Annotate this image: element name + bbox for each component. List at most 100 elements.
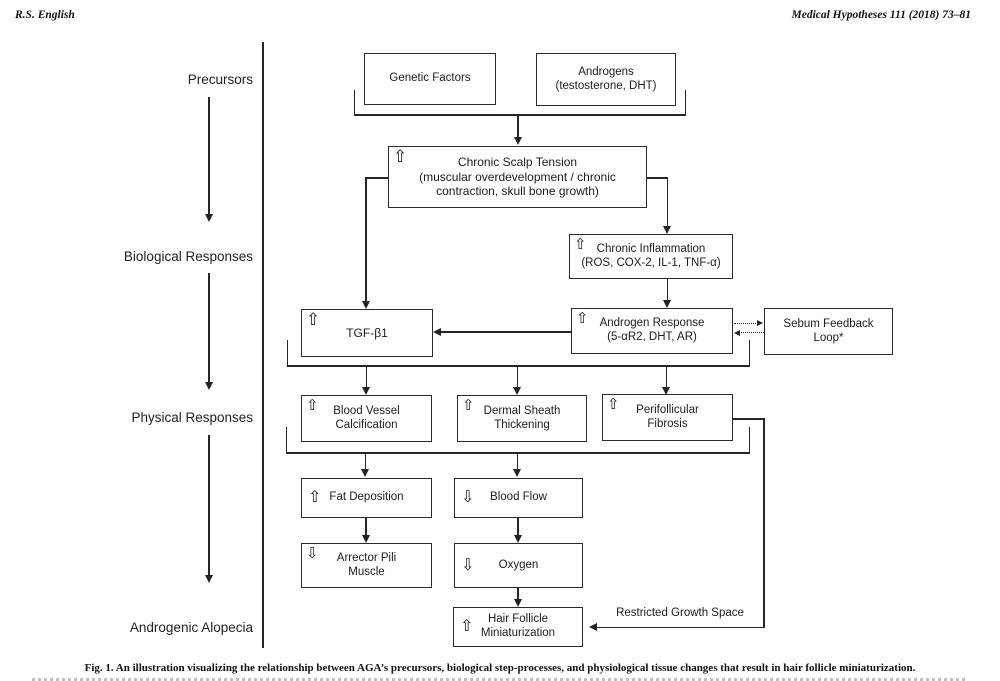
box-sublabel: contraction, skull bone growth) — [436, 184, 599, 199]
increase-arrow-icon: ⇧ — [576, 310, 589, 327]
figure-caption-text: An illustration visualizing the relation… — [115, 662, 916, 674]
box-blood-flow: ⇩ Blood Flow — [454, 478, 583, 518]
increase-arrow-icon: ⇧ — [607, 396, 620, 413]
box-label: Chronic Inflammation — [596, 242, 706, 255]
increase-arrow-icon: ⇧ — [393, 147, 408, 166]
connector-line — [733, 418, 765, 420]
decrease-arrow-icon: ⇩ — [461, 556, 475, 574]
box-label: Androgen Response — [599, 317, 705, 330]
increase-arrow-icon: ⇧ — [306, 310, 321, 329]
box-androgens: Androgens (testosterone, DHT) — [536, 53, 676, 106]
decrease-arrow-icon: ⇩ — [306, 545, 319, 562]
box-genetic-factors: Genetic Factors — [364, 53, 496, 105]
bracket-line — [286, 365, 750, 367]
connector-line — [516, 366, 519, 388]
arrowhead-down — [513, 469, 522, 477]
box-oxygen: ⇩ Oxygen — [454, 543, 583, 588]
bracket-line — [684, 90, 687, 116]
bracket-line — [748, 427, 751, 453]
box-sebum-feedback-loop: Sebum Feedback Loop* — [764, 308, 893, 355]
arrowhead-down — [662, 387, 671, 395]
connector-line — [666, 177, 669, 227]
box-hair-follicle-miniaturization: ⇧ Hair Follicle Miniaturization — [453, 607, 583, 647]
box-sublabel: (muscular overdevelopment / chronic — [419, 169, 616, 184]
arrowhead-down — [663, 300, 672, 308]
box-sublabel: Thickening — [494, 418, 550, 431]
cropped-next-line — [32, 678, 968, 681]
bracket-line — [286, 340, 289, 366]
stage-arrow-line — [208, 97, 210, 215]
connector-line — [647, 177, 668, 179]
divider-line — [262, 42, 264, 648]
box-label: Oxygen — [498, 558, 539, 571]
dotted-feedback-line — [734, 322, 758, 324]
dotted-arrowhead-right — [757, 320, 763, 327]
stage-arrowhead-down — [204, 382, 213, 390]
connector-line — [365, 518, 367, 536]
connector-line — [441, 331, 571, 333]
arrowhead-down — [362, 387, 371, 395]
bracket-line — [285, 452, 750, 454]
restricted-growth-space-label: Restricted Growth Space — [616, 607, 744, 619]
box-fat-deposition: ⇧ Fat Deposition — [301, 478, 432, 518]
box-chronic-scalp-tension: ⇧ Chronic Scalp Tension (muscular overde… — [388, 146, 647, 208]
box-chronic-inflammation: ⇧ Chronic Inflammation (ROS, COX-2, IL-1… — [569, 234, 733, 279]
box-perifollicular-fibrosis: ⇧ Perifollicular Fibrosis — [602, 394, 733, 441]
increase-arrow-icon: ⇧ — [462, 397, 475, 414]
box-sublabel: Muscle — [348, 565, 385, 578]
arrowhead-left — [433, 327, 441, 336]
bracket-line — [285, 427, 288, 453]
box-label: Genetic Factors — [389, 72, 471, 85]
box-sublabel: Fibrosis — [647, 417, 688, 430]
box-label: TGF-β1 — [346, 325, 388, 340]
box-label: Androgens — [578, 65, 634, 78]
box-sublabel: Calcification — [335, 418, 398, 431]
box-label: Chronic Scalp Tension — [457, 155, 578, 170]
connector-line — [665, 366, 668, 388]
arrowhead-down — [361, 301, 370, 309]
box-sublabel: Loop* — [813, 331, 844, 344]
arrowhead-down — [513, 599, 522, 607]
figure-caption: Fig. 1. An illustration visualizing the … — [0, 662, 1000, 674]
box-sublabel: (ROS, COX-2, IL-1, TNF-α) — [581, 256, 721, 269]
arrowhead-down — [513, 137, 522, 145]
increase-arrow-icon: ⇧ — [574, 236, 587, 253]
box-label: Blood Flow — [490, 491, 547, 504]
arrowhead-down — [513, 387, 522, 395]
box-blood-vessel-calcification: ⇧ Blood Vessel Calcification — [301, 395, 432, 442]
box-sublabel: (5-αR2, DHT, AR) — [607, 331, 697, 343]
figure-caption-label: Fig. 1. — [84, 662, 114, 674]
box-label: Blood Vessel — [333, 404, 400, 417]
increase-arrow-icon: ⇧ — [308, 489, 322, 506]
connector-line — [364, 453, 367, 470]
arrowhead-down — [663, 226, 672, 234]
connector-line — [666, 279, 669, 301]
dotted-arrowhead-left — [734, 329, 740, 336]
box-dermal-sheath-thickening: ⇧ Dermal Sheath Thickening — [457, 395, 587, 442]
connector-line — [517, 518, 519, 536]
connector-line — [517, 588, 519, 600]
bracket-line — [353, 90, 356, 116]
box-arrector-pili-muscle: ⇩ Arrector Pili Muscle — [301, 543, 432, 588]
box-label: Perifollicular — [636, 403, 699, 416]
box-sublabel: (testosterone, DHT) — [555, 79, 657, 92]
connector-line — [763, 418, 765, 628]
box-label: Fat Deposition — [329, 491, 404, 504]
arrowhead-down — [513, 535, 522, 543]
running-head-journal: Medical Hypotheses 111 (2018) 73–81 — [791, 9, 971, 21]
stage-label-precursors: Precursors — [187, 72, 253, 87]
stage-arrowhead-down — [204, 214, 213, 222]
increase-arrow-icon: ⇧ — [306, 397, 319, 414]
decrease-arrow-icon: ⇩ — [461, 489, 475, 506]
stage-arrow-line — [208, 435, 210, 576]
connector-line — [365, 177, 367, 301]
stage-label-physical-responses: Physical Responses — [131, 410, 253, 425]
box-sublabel: Miniaturization — [480, 627, 556, 639]
stage-arrow-line — [208, 273, 210, 383]
stage-label-biological-responses: Biological Responses — [123, 249, 253, 264]
connector-line — [365, 366, 368, 388]
connector-line — [517, 116, 519, 138]
running-head-author: R.S. English — [15, 9, 75, 21]
stage-label-androgenic-alopecia: Androgenic Alopecia — [129, 620, 253, 635]
